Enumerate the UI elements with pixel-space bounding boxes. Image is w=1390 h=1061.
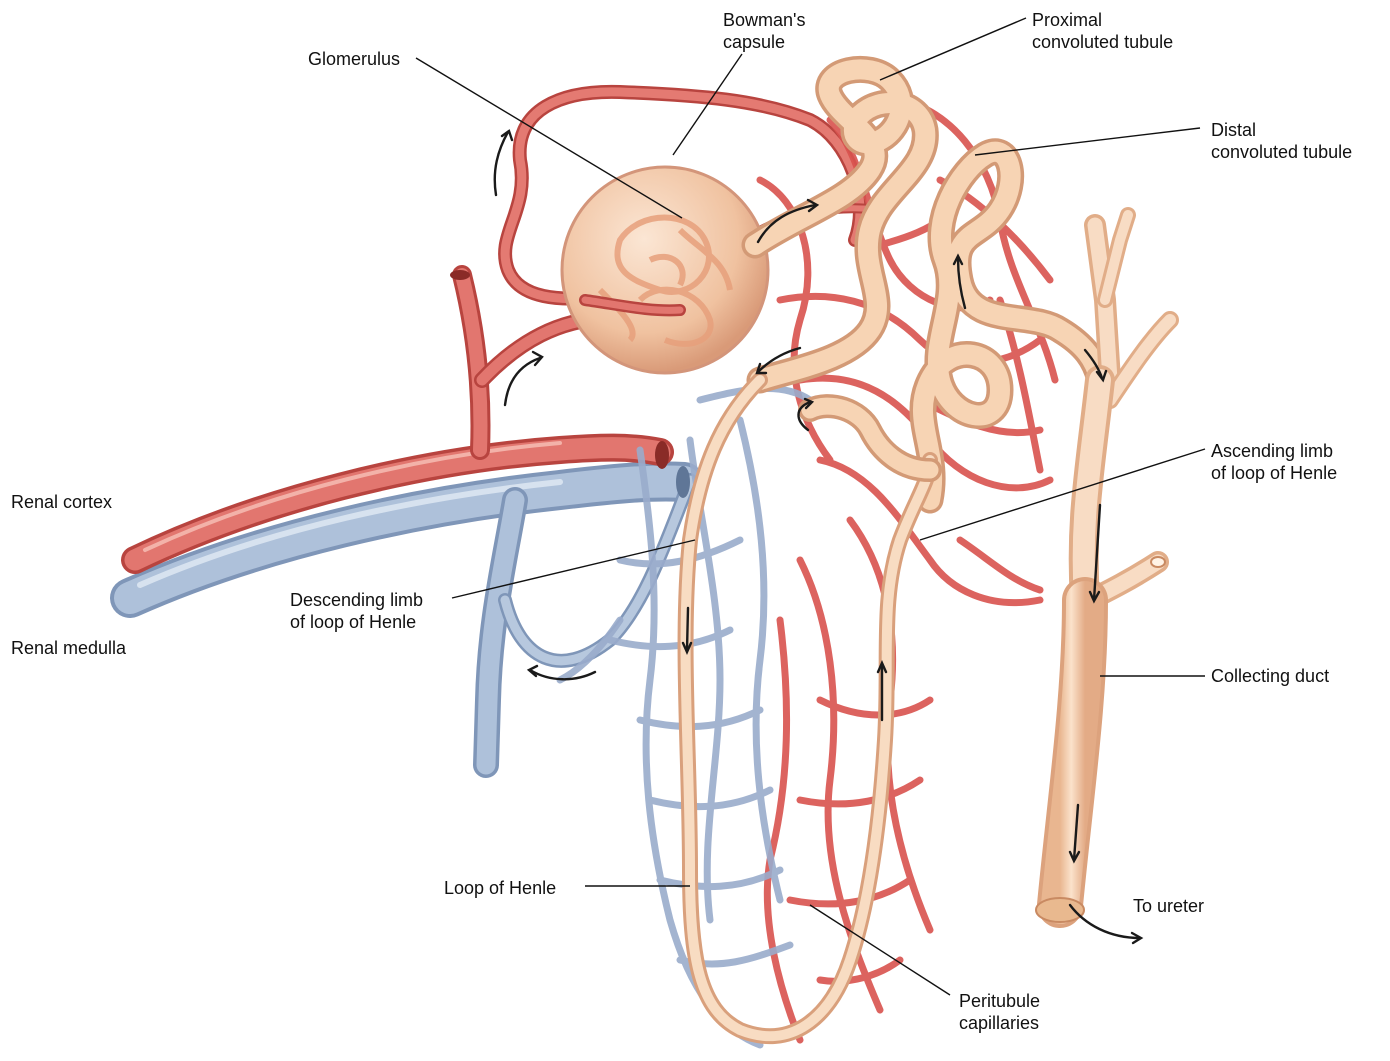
label-peritubule-capillaries-line2: capillaries — [959, 1012, 1040, 1034]
bowmans-capsule — [562, 167, 768, 373]
label-bowmans-capsule-line2: capsule — [723, 31, 805, 53]
label-descending-limb: Descending limb of loop of Henle — [290, 589, 423, 633]
label-proximal-tubule-line1: Proximal — [1032, 9, 1173, 31]
label-distal-tubule: Distal convoluted tubule — [1211, 119, 1352, 163]
label-ascending-limb-line2: of loop of Henle — [1211, 462, 1337, 484]
label-peritubule-capillaries-line1: Peritubule — [959, 990, 1040, 1012]
label-ascending-limb-line1: Ascending limb — [1211, 440, 1337, 462]
label-renal-medulla-text: Renal medulla — [11, 637, 126, 659]
label-renal-medulla: Renal medulla — [11, 637, 126, 659]
label-proximal-tubule: Proximal convoluted tubule — [1032, 9, 1173, 53]
label-renal-cortex: Renal cortex — [11, 491, 112, 513]
label-distal-tubule-line1: Distal — [1211, 119, 1352, 141]
label-descending-limb-line2: of loop of Henle — [290, 611, 423, 633]
distal-tubule — [923, 152, 1100, 500]
label-collecting-duct: Collecting duct — [1211, 665, 1329, 687]
label-peritubule-capillaries: Peritubule capillaries — [959, 990, 1040, 1034]
label-renal-cortex-text: Renal cortex — [11, 491, 112, 513]
label-proximal-tubule-line2: convoluted tubule — [1032, 31, 1173, 53]
label-glomerulus: Glomerulus — [308, 48, 400, 70]
label-distal-tubule-line2: convoluted tubule — [1211, 141, 1352, 163]
label-to-ureter-text: To ureter — [1133, 895, 1204, 917]
label-ascending-limb: Ascending limb of loop of Henle — [1211, 440, 1337, 484]
label-bowmans-capsule: Bowman's capsule — [723, 9, 805, 53]
label-glomerulus-text: Glomerulus — [308, 48, 400, 70]
label-collecting-duct-text: Collecting duct — [1211, 665, 1329, 687]
label-descending-limb-line1: Descending limb — [290, 589, 423, 611]
label-loop-of-henle: Loop of Henle — [444, 877, 556, 899]
label-to-ureter: To ureter — [1133, 895, 1204, 917]
label-bowmans-capsule-line1: Bowman's — [723, 9, 805, 31]
label-loop-of-henle-text: Loop of Henle — [444, 877, 556, 899]
